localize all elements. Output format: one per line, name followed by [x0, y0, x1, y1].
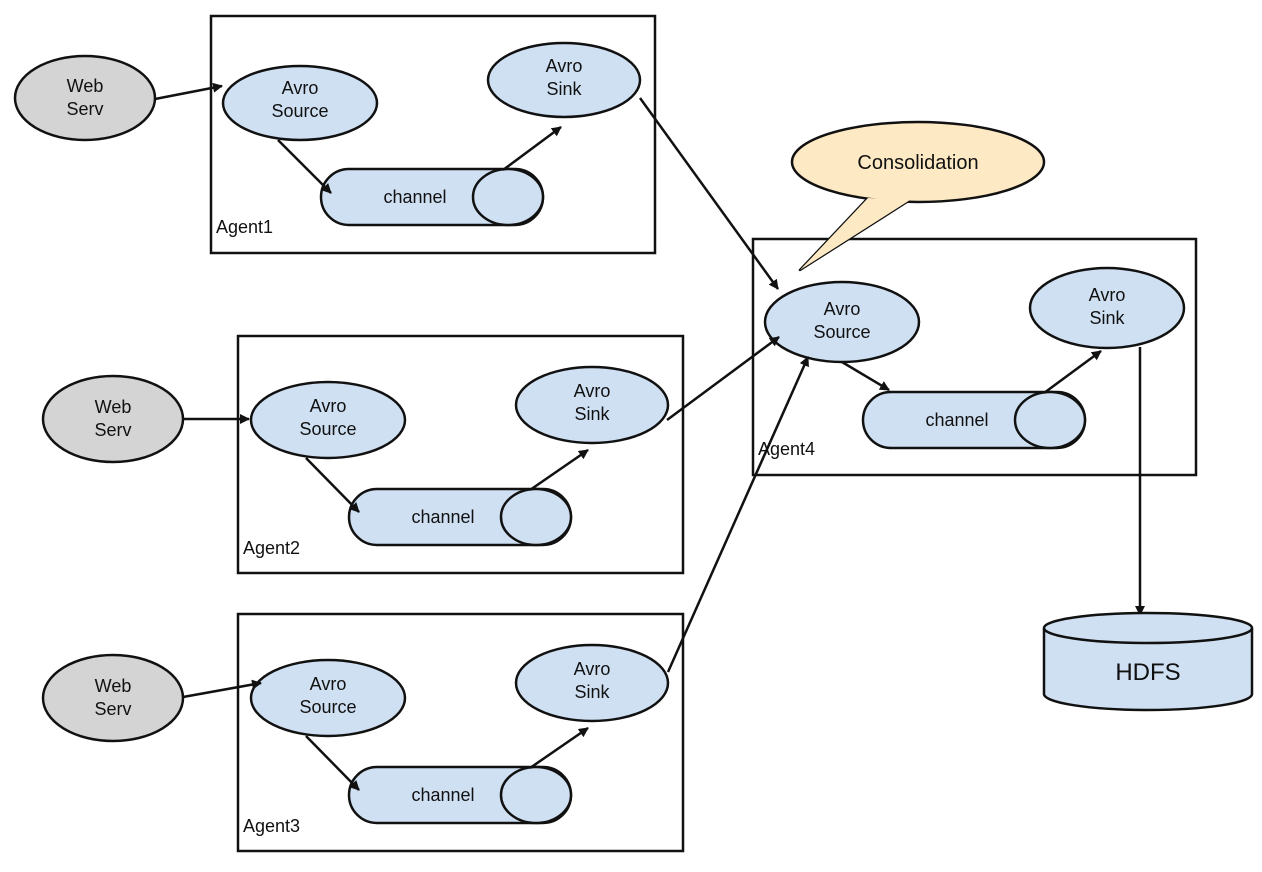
agent3-channel: channel	[347, 765, 573, 825]
consolidation-callout: Consolidation	[790, 120, 1046, 272]
web-server-2-line2: Serv	[94, 420, 131, 440]
consolidation-label: Consolidation	[857, 152, 978, 174]
agent4-sink-line1: Avro	[1089, 285, 1126, 305]
agent2-channel-label: channel	[411, 507, 474, 527]
agent1-label: Agent1	[216, 217, 273, 237]
agent3-source-line1: Avro	[310, 674, 347, 694]
agent3-source-to-channel-arrow	[305, 735, 360, 791]
hdfs-storage: HDFS	[1042, 611, 1254, 712]
agent1-sink-to-agent4-source-arrow	[638, 97, 780, 290]
web-server-2-line1: Web	[95, 397, 132, 417]
agent4-group: Agent4 Avro Source Avro Sink channel	[751, 237, 1198, 477]
agent3-sink-to-agent4-source-arrow	[666, 356, 810, 673]
agent4-channel-label: channel	[925, 410, 988, 430]
agent2-sink-to-agent4-source-arrow	[666, 335, 780, 422]
agent3-sink-line2: Sink	[574, 682, 610, 702]
agent4-channel: channel	[861, 390, 1087, 450]
agent4-source-line1: Avro	[824, 299, 861, 319]
agent1-avro-sink: Avro Sink	[486, 41, 642, 119]
agent4-source-to-channel-arrow	[841, 360, 890, 392]
agent3-avro-source: Avro Source	[249, 658, 407, 738]
web-server-2: Web Serv	[41, 374, 185, 464]
agent4-avro-source: Avro Source	[763, 280, 921, 364]
agent4-avro-sink: Avro Sink	[1028, 266, 1186, 350]
web-server-3-line2: Serv	[94, 699, 131, 719]
agent3-group: Agent3 Avro Source Avro Sink channel	[236, 612, 685, 853]
agent1-sink-line1: Avro	[546, 56, 583, 76]
agent3-label: Agent3	[243, 816, 300, 836]
agent2-label: Agent2	[243, 538, 300, 558]
agent1-source-line1: Avro	[282, 78, 319, 98]
agent3-avro-sink: Avro Sink	[514, 643, 670, 723]
web-server-3: Web Serv	[41, 653, 185, 743]
agent1-channel: channel	[319, 167, 545, 227]
web-server-3-line1: Web	[95, 676, 132, 696]
agent2-avro-source: Avro Source	[249, 380, 407, 460]
agent1-avro-source: Avro Source	[221, 64, 379, 142]
agent1-source-to-channel-arrow	[277, 139, 332, 194]
agent3-source-line2: Source	[299, 697, 356, 717]
agent1-group: Agent1 Avro Source Avro Sink channel	[209, 14, 657, 255]
agent4-source-line2: Source	[813, 322, 870, 342]
agent2-source-to-channel-arrow	[305, 457, 360, 513]
agent1-source-line2: Source	[271, 101, 328, 121]
web3-to-agent3-arrow	[182, 679, 262, 699]
hdfs-label: HDFS	[1115, 659, 1180, 686]
agent3-sink-line1: Avro	[574, 659, 611, 679]
agent1-sink-line2: Sink	[546, 79, 582, 99]
agent2-channel-to-sink-arrow	[529, 448, 589, 492]
agent2-source-line2: Source	[299, 419, 356, 439]
web1-to-agent1-arrow	[154, 82, 223, 101]
web-server-1-line2: Serv	[66, 99, 103, 119]
web-server-1-line1: Web	[67, 76, 104, 96]
agent2-avro-sink: Avro Sink	[514, 365, 670, 445]
agent1-channel-to-sink-arrow	[502, 125, 562, 172]
agent2-group: Agent2 Avro Source Avro Sink channel	[236, 334, 685, 575]
agent2-sink-line2: Sink	[574, 404, 610, 424]
agent4-label: Agent4	[758, 439, 815, 459]
agent1-channel-label: channel	[383, 187, 446, 207]
agent2-source-line1: Avro	[310, 396, 347, 416]
agent3-channel-label: channel	[411, 785, 474, 805]
agent4-sink-line2: Sink	[1089, 308, 1125, 328]
agent3-channel-to-sink-arrow	[529, 726, 589, 770]
agent2-channel: channel	[347, 487, 573, 547]
agent2-sink-line1: Avro	[574, 381, 611, 401]
web-server-1: Web Serv	[13, 54, 157, 142]
agent4-channel-to-sink-arrow	[1043, 349, 1102, 395]
